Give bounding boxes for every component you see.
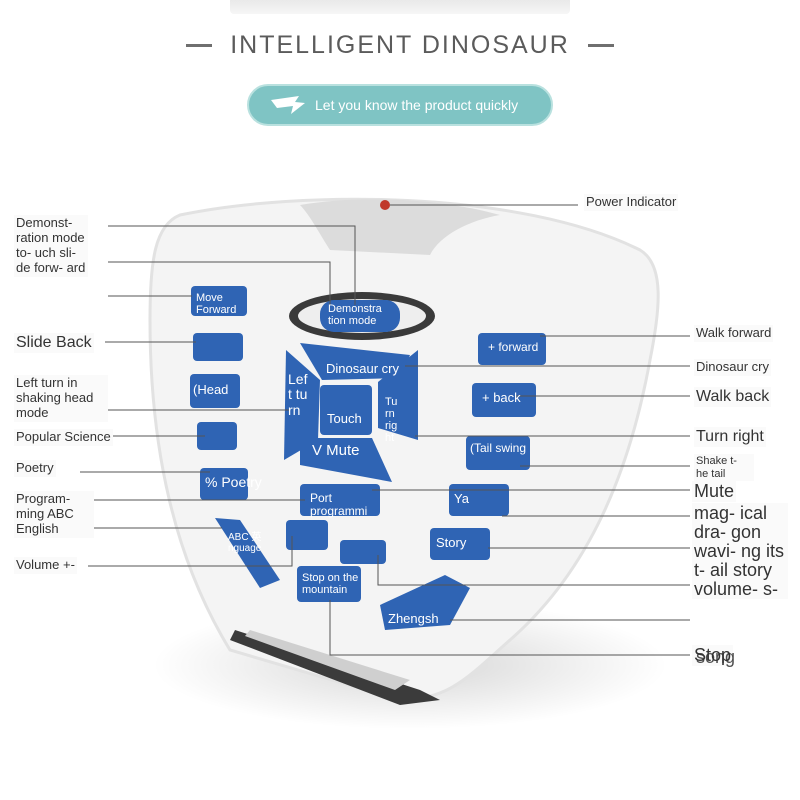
annotation-magical-story-volume: mag- ical dra- gon wavi- ng its t- ail s… xyxy=(692,503,788,600)
annotation-left-turn-head: Left turn in shaking head mode xyxy=(14,375,108,422)
mute-label[interactable]: V Mute xyxy=(312,442,360,459)
remote-top-ridge xyxy=(300,199,500,255)
title-row: INTELLIGENT DINOSAUR xyxy=(180,30,620,60)
touch-button xyxy=(320,385,372,435)
title-right-dash xyxy=(587,43,614,47)
dinosaur-cry-button xyxy=(300,343,410,380)
story-button xyxy=(430,528,490,560)
back-button xyxy=(472,383,536,417)
head-button xyxy=(190,374,240,408)
poetry-button xyxy=(200,468,248,500)
left-turn-label[interactable]: Lef t tu rn xyxy=(288,371,308,418)
power-indicator-led xyxy=(380,200,390,210)
dinosaur-logo-icon xyxy=(271,96,305,114)
annotation-walk-back: Walk back xyxy=(694,387,772,408)
ya-button xyxy=(449,484,509,516)
tail-swing-button xyxy=(466,436,530,470)
forward-button xyxy=(478,333,546,365)
language-button xyxy=(215,518,280,588)
turn-right-label[interactable]: Tu rn rig ht xyxy=(385,396,398,445)
remote-body xyxy=(148,197,660,702)
move-forward-button xyxy=(191,286,247,316)
demo-button-label[interactable]: Demonstra tion mode xyxy=(328,303,382,328)
zhengsh-button xyxy=(380,575,470,630)
annotation-dinosaur-cry: Dinosaur cry xyxy=(694,359,771,376)
annotation-volume: Volume +- xyxy=(14,557,77,574)
stop-button xyxy=(297,566,361,602)
story-label[interactable]: Story xyxy=(436,535,467,550)
port-label[interactable]: Port programmi xyxy=(310,491,368,519)
tail-swing-label[interactable]: (Tail swing xyxy=(470,441,527,455)
volume-button xyxy=(286,520,328,550)
popular-science-button xyxy=(197,422,237,450)
annotation-poetry: Poetry xyxy=(14,460,56,477)
annotation-demonstration-slide: Demonst- ration mode to- uch sli- de for… xyxy=(14,215,88,277)
intro-pill-text: Let you know the product quickly xyxy=(315,97,519,113)
annotation-slide-back: Slide Back xyxy=(14,333,94,354)
slide-back-button xyxy=(193,333,243,361)
poetry-label[interactable]: % Poetry xyxy=(205,474,262,490)
annotation-walk-forward: Walk forward xyxy=(694,325,774,342)
annotation-power-indicator: Power Indicator xyxy=(584,194,679,211)
zhengsh-label[interactable]: Zhengsh xyxy=(388,611,439,626)
move-forward-label[interactable]: Move Forward xyxy=(196,292,237,317)
dinosaur-cry-label[interactable]: Dinosaur cry xyxy=(326,361,399,376)
page-title: INTELLIGENT DINOSAUR xyxy=(230,30,570,59)
ya-label[interactable]: Ya xyxy=(454,491,469,506)
left-turn-button xyxy=(284,350,320,460)
stop-label[interactable]: Stop on the mountain xyxy=(302,572,359,597)
forward-label[interactable]: + forward xyxy=(488,340,539,354)
annotation-stop: Stop xyxy=(692,645,734,666)
top-banner-remnant xyxy=(230,0,570,14)
annotation-programming: Program- ming ABC English xyxy=(14,491,94,538)
touch-label[interactable]: Touch xyxy=(327,411,362,426)
annotation-song: song xyxy=(696,647,736,667)
mute-button xyxy=(300,438,392,482)
annotation-popular-science: Popular Science xyxy=(14,429,113,446)
title-left-dash xyxy=(186,43,213,47)
head-label[interactable]: (Head xyxy=(193,382,229,397)
annotation-mute: Mute xyxy=(692,481,737,502)
annotation-shake-tail: Shake t- he tail xyxy=(694,454,754,482)
language-label[interactable]: ABC 英 nguage xyxy=(228,532,262,554)
back-label[interactable]: + back xyxy=(482,390,521,405)
intro-pill: Let you know the product quickly xyxy=(247,84,553,126)
song-button xyxy=(340,540,386,564)
demo-button xyxy=(320,300,400,332)
annotation-turn-right: Turn right xyxy=(694,427,766,448)
turn-right-button xyxy=(378,350,418,440)
port-button xyxy=(300,484,380,516)
